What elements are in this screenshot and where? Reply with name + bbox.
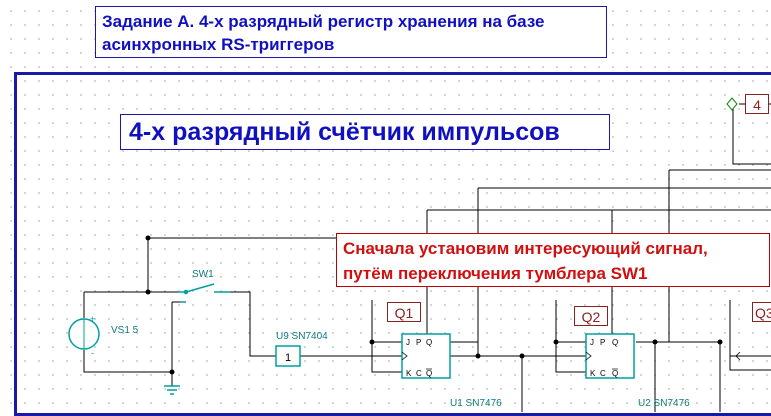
task-title-line1: Задание А. 4-х разрядный регистр хранени… — [102, 12, 545, 31]
label-q1: Q1 — [387, 302, 421, 322]
wire-u3-left — [729, 300, 771, 371]
svg-text:Q: Q — [612, 338, 618, 347]
svg-text:+: + — [90, 314, 95, 324]
svg-text:C: C — [600, 369, 606, 378]
switch-sw1[interactable] — [178, 283, 230, 303]
svg-text:J: J — [590, 338, 594, 347]
svg-text:1: 1 — [285, 352, 291, 364]
diagram-heading: 4-х разрядный счётчик импульсов — [120, 114, 610, 150]
wire-u2-k — [555, 342, 586, 373]
svg-text:Q: Q — [612, 369, 618, 378]
note-line2: путём переключения тумблера SW1 — [343, 264, 648, 283]
svg-text:K: K — [590, 369, 596, 378]
svg-text:P: P — [600, 338, 605, 347]
svg-text:J: J — [406, 338, 410, 347]
svg-text:K: K — [406, 369, 412, 378]
instruction-note: Сначала установим интересующий сигнал, п… — [336, 233, 770, 287]
svg-text:P: P — [416, 338, 421, 347]
wire-top-right — [732, 104, 771, 165]
svg-text:C: C — [416, 369, 422, 378]
label-q2: Q2 — [574, 306, 608, 326]
label-out4: 4 — [745, 94, 769, 114]
note-line1: Сначала установим интересующий сигнал, — [343, 239, 708, 258]
label-u1: U1 SN7476 — [450, 398, 502, 409]
label-u9: U9 SN7404 — [276, 331, 328, 342]
task-title-line2: асинхронных RS-триггеров — [102, 35, 335, 54]
output-probe-diamond — [726, 97, 738, 111]
svg-text:-: - — [91, 348, 94, 358]
flip-flop-u3-partial — [735, 351, 741, 361]
wire-switch-out — [230, 291, 276, 357]
ground-symbol — [164, 380, 180, 395]
wire-u1-k — [371, 342, 402, 373]
wire-vs1-bottom — [83, 350, 172, 373]
inverter-u9: 1 — [275, 345, 301, 367]
label-sw1: SW1 — [192, 269, 214, 280]
svg-text:Q: Q — [426, 338, 432, 347]
label-q3-partial: Q3 — [752, 302, 771, 322]
svg-text:Q: Q — [426, 369, 432, 378]
label-u2: U2 SN7476 — [638, 398, 690, 409]
label-vs1: VS1 5 — [111, 325, 139, 336]
task-title-box: Задание А. 4-х разрядный регистр хранени… — [95, 6, 607, 58]
voltage-source-vs1: + - — [68, 314, 100, 358]
